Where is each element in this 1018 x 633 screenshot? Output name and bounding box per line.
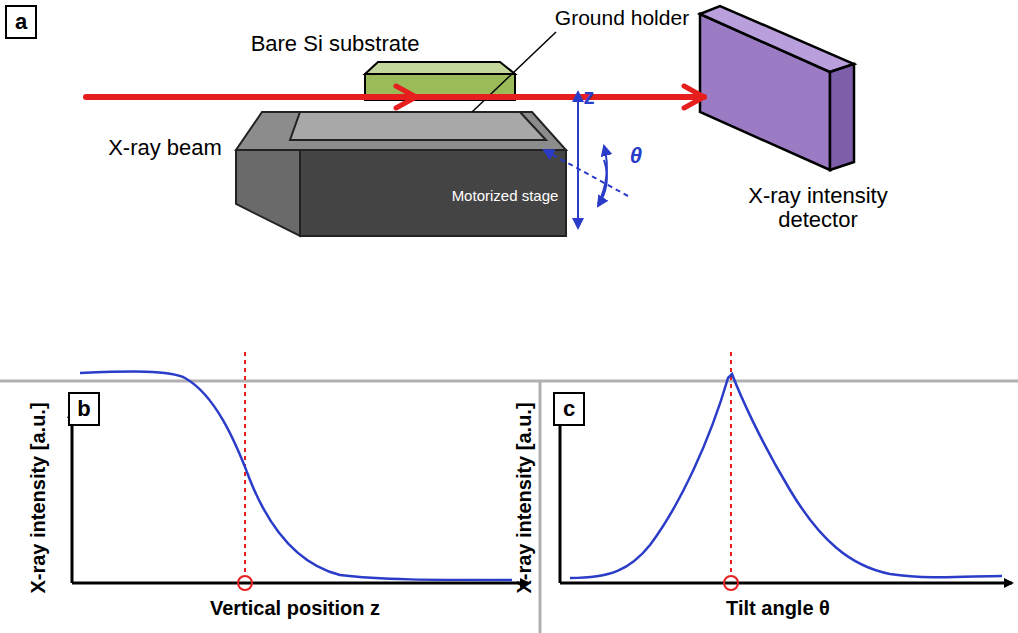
panel-label: c [563, 396, 575, 422]
chart-c [560, 352, 1012, 590]
axis-symbol: z [584, 85, 595, 109]
panel-label-box: a [5, 5, 37, 39]
motorized-stage [236, 112, 566, 236]
axis-title: X-ray intensity [a.u.] [27, 402, 49, 593]
xray-detector [700, 6, 854, 170]
panel-label-box: b [68, 392, 100, 426]
part-label: Bare Si substrate [251, 32, 420, 56]
axis-title: Vertical position z [210, 597, 380, 619]
chart-b [72, 352, 528, 590]
axis-title: Tilt angle θ [726, 597, 830, 619]
xray-beam [86, 86, 704, 108]
panel-divider [0, 380, 1018, 383]
part-label: X-ray intensity detector [718, 184, 918, 232]
beam-label: X-ray beam [108, 136, 222, 160]
part-label: Motorized stage [445, 188, 565, 205]
panel-label: a [15, 9, 27, 35]
axis-symbol: θ [630, 144, 642, 168]
panel-label-box: c [553, 392, 585, 426]
motion-arrows [544, 92, 628, 228]
part-label: Ground holder [555, 6, 689, 29]
panel-divider [539, 381, 542, 633]
panel-label: b [77, 396, 90, 422]
axis-title: X-ray intensity [a.u.] [513, 402, 535, 593]
